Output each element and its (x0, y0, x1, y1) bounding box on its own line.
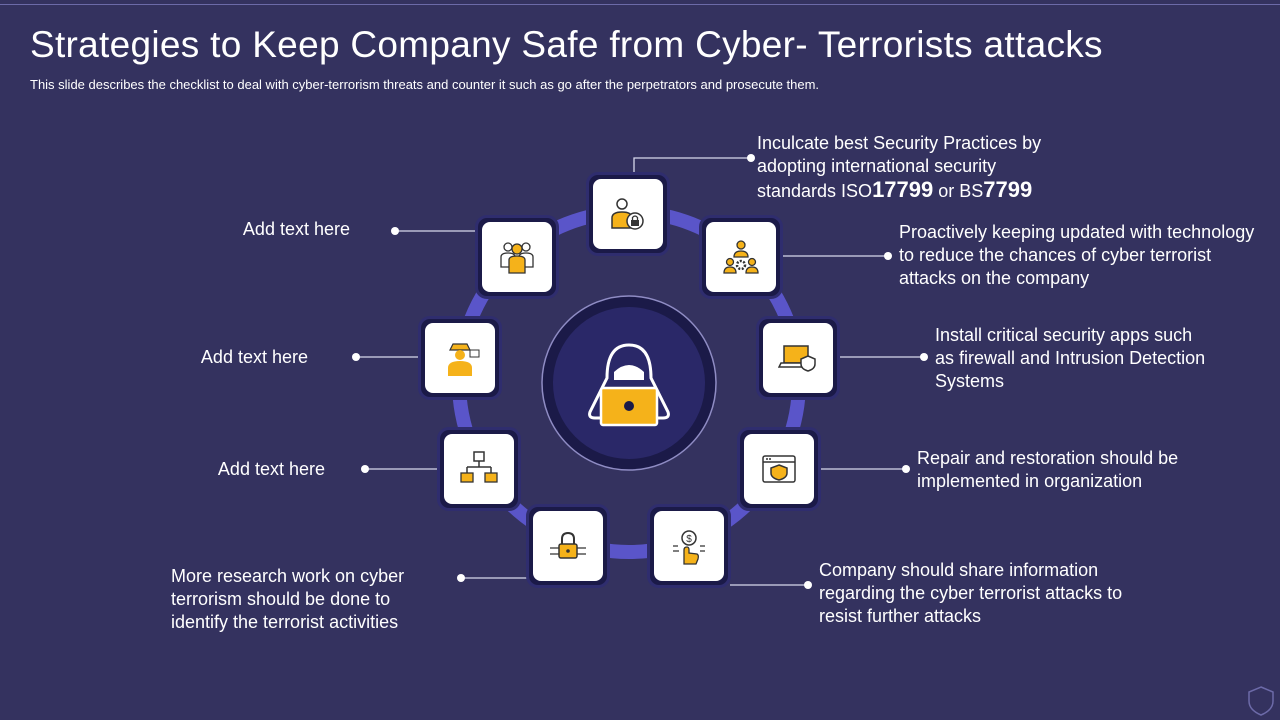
label-people-group: Add text here (242, 219, 350, 239)
tile-repair-restoration (737, 427, 821, 511)
security-user-icon (611, 198, 644, 230)
connector-dot-5 (804, 581, 812, 589)
lock-circuit-icon (550, 531, 586, 559)
browser-shield-icon (762, 455, 796, 483)
bs-number: 7799 (983, 177, 1033, 202)
connector-dot-2 (884, 252, 892, 260)
connector-1 (633, 157, 750, 178)
security-practices-line3: standards ISO17799 or BS7799 (757, 177, 1033, 202)
security-practices-line1: Inculcate best Security Practices by (757, 133, 1042, 153)
hand-dollar-icon: $ (673, 530, 705, 565)
connector-dot-1 (747, 154, 755, 162)
security-practices-line2: adopting international security (757, 156, 997, 176)
connector-dot-9 (391, 227, 399, 235)
label-security-practices: Inculcate best Security Practices by ado… (757, 132, 1041, 203)
center-inner-circle (553, 307, 705, 459)
connector-dot-3 (920, 353, 928, 361)
page-subtitle: This slide describes the checklist to de… (30, 77, 820, 92)
tile-security-practices (586, 172, 670, 256)
tile-share-information: $ (647, 504, 731, 588)
laptop-shield-icon (778, 345, 816, 372)
tile-updated-technology (699, 215, 783, 299)
label-spy-agent: Add text here (200, 347, 308, 367)
tile-research-work (526, 504, 610, 588)
shield-logo-icon (1248, 686, 1274, 716)
label-share-information: Company should share information regardi… (819, 560, 1123, 626)
spy-agent-icon (448, 343, 480, 376)
network-computers-icon (460, 451, 498, 483)
page-title: Strategies to Keep Company Safe from Cyb… (30, 24, 1103, 65)
label-network: Add text here (217, 459, 325, 479)
label-repair-restoration: Repair and restoration should be impleme… (917, 448, 1179, 491)
people-group-icon (500, 242, 534, 274)
label-research-work: More research work on cyber terrorism sh… (171, 566, 405, 632)
connector-dot-7 (361, 465, 369, 473)
label-security-apps: Install critical security apps such as f… (935, 325, 1206, 391)
tile-security-apps (756, 316, 840, 400)
tile-people-group (475, 215, 559, 299)
hacker-laptop-icon (588, 343, 670, 427)
connector-dot-8 (352, 353, 360, 361)
team-gear-icon (723, 240, 759, 274)
top-divider (0, 4, 1280, 5)
svg-text:$: $ (686, 534, 692, 545)
tile-spy-agent (418, 316, 502, 400)
connector-dot-6 (457, 574, 465, 582)
iso-number: 17799 (872, 177, 934, 202)
label-updated-technology: Proactively keeping updated with technol… (899, 222, 1255, 288)
connector-dot-4 (902, 465, 910, 473)
tile-network (437, 427, 521, 511)
